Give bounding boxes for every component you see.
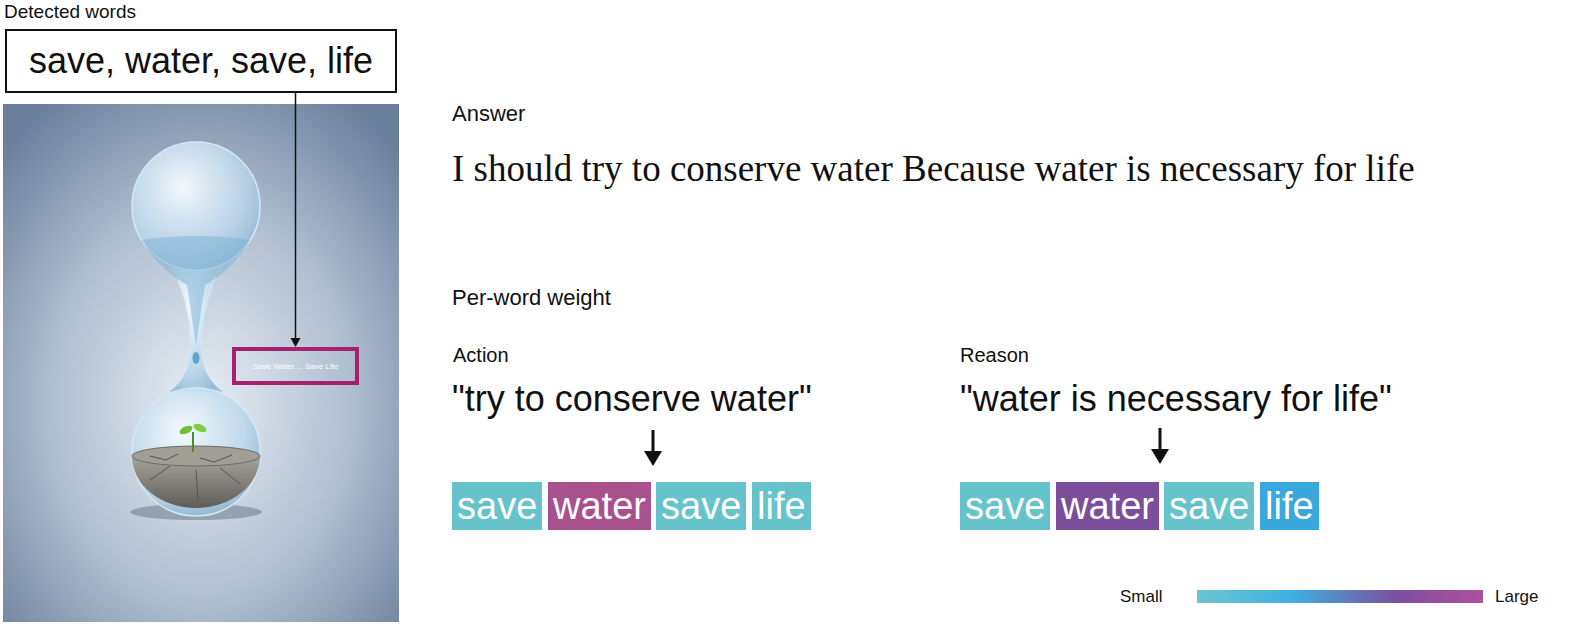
sprout-leaf	[192, 422, 208, 434]
word-list: save, water, save, life	[29, 40, 373, 82]
sprout-leaf	[178, 424, 194, 436]
label: Small	[1120, 587, 1163, 607]
word-weight-box: save	[960, 482, 1050, 530]
connector-line	[295, 93, 297, 338]
arrowhead	[291, 338, 301, 347]
gradient-bar	[1197, 590, 1483, 603]
word-weight-box: save	[1164, 482, 1254, 530]
arrowhead	[644, 451, 662, 466]
detected-words-box: Detected wordssave, water, save, life	[5, 29, 397, 93]
word: life	[1265, 485, 1314, 527]
word: life	[757, 485, 806, 527]
water-drop	[193, 352, 200, 364]
connector	[291, 93, 301, 347]
label: Reason	[960, 344, 1029, 367]
word-weight-box: water	[1056, 482, 1159, 530]
label: I should try to conserve water Because w…	[452, 148, 1415, 191]
word-weight-box: water	[548, 482, 651, 530]
word-weight-box: life	[752, 482, 811, 530]
cracks	[150, 454, 240, 500]
label: "water is necessary for life"	[960, 378, 1392, 419]
word: water	[553, 485, 646, 527]
word-weight-box: save	[452, 482, 542, 530]
sprout-stem	[192, 432, 194, 452]
label: "try to conserve water"	[452, 378, 812, 419]
label: Answer	[452, 101, 525, 126]
heading: Detected words	[4, 1, 136, 23]
word: save	[661, 485, 741, 527]
leader-arrow	[652, 430, 655, 454]
word: water	[1061, 485, 1154, 527]
label: Per-word weight	[452, 285, 611, 310]
word: save	[965, 485, 1045, 527]
label: Large	[1495, 587, 1538, 607]
word: save	[457, 485, 537, 527]
poster-ground	[3, 104, 399, 622]
poster-slogan: Save Water.... Save Life	[253, 362, 339, 371]
word: save	[1169, 485, 1249, 527]
arrowhead	[1151, 449, 1169, 464]
word-weight-box: life	[1260, 482, 1319, 530]
text-region-box: Save Water.... Save Life	[232, 347, 359, 385]
hourglass-bottom-bulb	[132, 388, 260, 516]
word-weight-box: save	[656, 482, 746, 530]
label: Action	[453, 344, 509, 367]
leader-arrow	[1159, 428, 1162, 452]
water	[142, 236, 250, 345]
